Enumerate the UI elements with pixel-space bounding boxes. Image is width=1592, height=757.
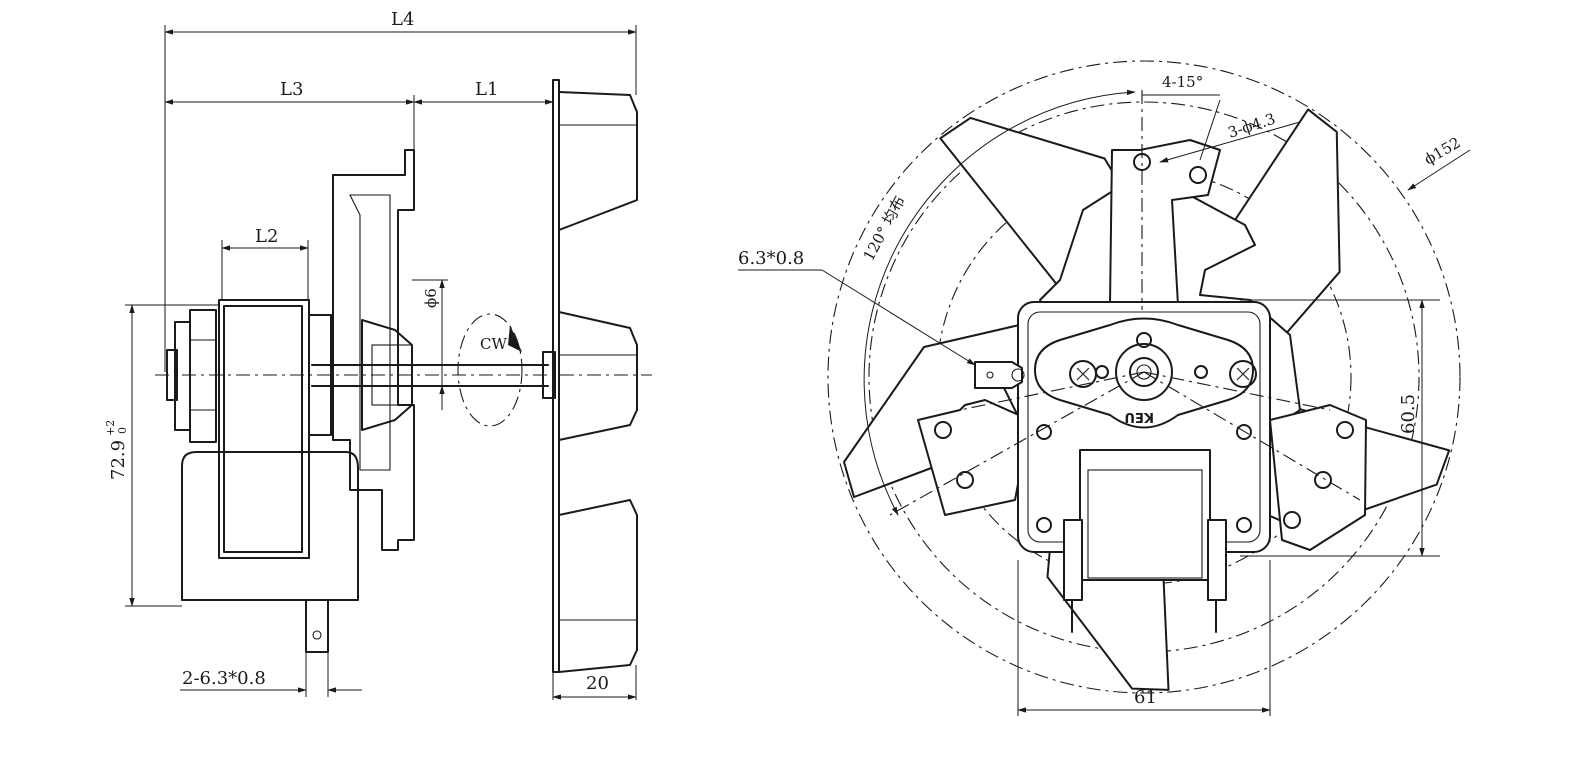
dim-term-leader (821, 269, 976, 366)
blade-mid (558, 311, 638, 441)
dim-height-label: 72.9 (108, 440, 129, 480)
side-view: CW L4 L3 L1 L2 ϕ6 72.9 +2 (104, 9, 652, 700)
center-line-diag4 (1143, 371, 1331, 411)
blade-lower (558, 499, 638, 673)
frame-hole (1036, 517, 1052, 533)
mount-hole-right-a (1336, 421, 1354, 439)
dim-L4-label: L4 (391, 9, 414, 30)
dim-height-tol-lower: 0 (116, 427, 129, 434)
dim-holes-label: 3-ϕ4.3 (1226, 110, 1278, 142)
rear-bearing (189, 309, 217, 443)
dim-angle-arc (863, 89, 1136, 516)
coil-inner (1087, 469, 1203, 579)
brand-logo-icon (1136, 332, 1152, 348)
mount-hole-top-right (1189, 166, 1207, 184)
coil-post-left (1063, 519, 1083, 601)
center-line-diag2 (1143, 371, 1361, 501)
dim-term-label: 6.3*0.8 (738, 248, 804, 269)
rotation-arrow-icon (508, 325, 522, 352)
screw-right-icon (1236, 367, 1250, 381)
brand-label: KEU (1124, 409, 1154, 424)
dim-depth-label: 20 (586, 673, 609, 694)
mount-arm-left (917, 399, 1031, 516)
dim-terminal-label: 2-6.3*0.8 (182, 668, 266, 689)
dim-dia-label: ϕ152 (1421, 133, 1464, 168)
stator-laminations (218, 299, 310, 559)
bracket-screw-right (1229, 360, 1257, 388)
dim-slot-label: 4-15° (1162, 73, 1203, 91)
dim-shaft-label: ϕ6 (422, 288, 440, 308)
dim-height-tol-upper: +2 (104, 420, 117, 436)
dim-61-label: 61 (1134, 687, 1157, 708)
mount-hole-right-c (1283, 511, 1301, 529)
dim-L2-label: L2 (255, 226, 278, 247)
mounting-frame (332, 149, 415, 551)
rotation-label: CW (480, 335, 507, 353)
frame-inner (349, 194, 391, 471)
motor-base (181, 451, 359, 601)
terminal-tab (305, 599, 329, 653)
dim-L3-label: L3 (280, 79, 303, 100)
terminal-hole (312, 630, 322, 640)
blade-upper (558, 91, 638, 231)
frame-hole (1236, 517, 1252, 533)
dim-height-group: 72.9 +2 0 (104, 420, 129, 480)
dim-L1-label: L1 (475, 79, 498, 100)
coil-post-right (1207, 519, 1227, 601)
shaft-bore (1136, 364, 1152, 380)
dim-angle-label: 120° 均布 (860, 193, 909, 264)
front-view: KEU 60.5 61 (738, 60, 1471, 716)
mount-arm-right (1269, 404, 1367, 551)
dim-60-label: 60.5 (1398, 394, 1419, 434)
frame-hole (1236, 424, 1252, 440)
dim-holes-leader (1159, 121, 1301, 163)
rotation-ellipse (457, 313, 523, 427)
bracket-hole-right (1194, 365, 1208, 379)
mount-hole-right-b (1314, 471, 1332, 489)
dim-dia-leader (1407, 149, 1471, 191)
inner-circle (868, 101, 1420, 653)
stator-core (223, 305, 303, 553)
rear-bearing-cap (174, 321, 191, 431)
terminal-tab-front (974, 361, 1023, 389)
fan-outline-circle (827, 60, 1461, 694)
